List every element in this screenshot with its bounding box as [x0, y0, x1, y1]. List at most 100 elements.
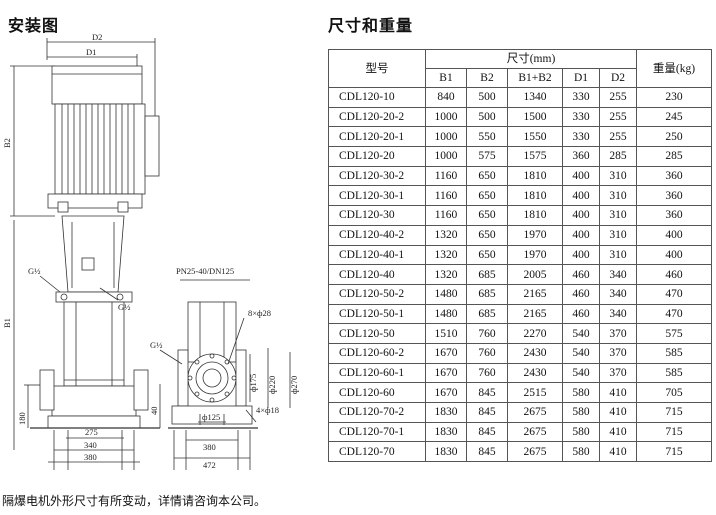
value-cell: 540 [562, 362, 600, 384]
value-cell: 845 [466, 382, 508, 403]
value-cell: 255 [599, 87, 637, 108]
value-cell: 460 [562, 303, 600, 325]
dimensions-weight-heading: 尺寸和重量 [328, 16, 414, 35]
value-cell: 2675 [507, 421, 563, 443]
dim-d2-label: D2 [92, 32, 102, 42]
value-cell: 410 [599, 421, 637, 443]
value-cell: 1670 [425, 342, 467, 364]
dim-472-label: 472 [203, 460, 216, 470]
value-cell: 1575 [507, 146, 563, 167]
value-cell: 370 [599, 323, 637, 344]
dim-340-label: 340 [84, 440, 97, 450]
value-cell: 330 [562, 106, 600, 128]
model-cell: CDL120-20-2 [328, 106, 426, 128]
value-cell: 1320 [425, 264, 467, 285]
value-cell: 400 [636, 244, 712, 266]
value-cell: 1320 [425, 244, 467, 266]
value-cell: 1670 [425, 382, 467, 403]
value-cell: 360 [636, 185, 712, 207]
value-cell: 580 [562, 421, 600, 443]
value-cell: 460 [636, 264, 712, 285]
value-cell: 310 [599, 224, 637, 246]
value-cell: 460 [562, 283, 600, 305]
value-cell: 400 [562, 224, 600, 246]
value-cell: 410 [599, 441, 637, 463]
value-cell: 1830 [425, 402, 467, 423]
value-cell: 310 [599, 205, 637, 226]
value-cell: 330 [562, 87, 600, 108]
value-cell: 2165 [507, 303, 563, 325]
value-cell: 470 [636, 283, 712, 305]
value-cell: 705 [636, 382, 712, 403]
value-cell: 580 [562, 382, 600, 403]
value-cell: 310 [599, 185, 637, 207]
model-cell: CDL120-50-1 [328, 303, 426, 325]
value-cell: 1670 [425, 362, 467, 384]
value-cell: 400 [562, 205, 600, 226]
b2-header: B2 [466, 68, 508, 88]
vent-thread-label: G½ [118, 302, 131, 312]
footnote: 隔爆电机外形尺寸有所变动，详情请咨询本公司。 [2, 494, 267, 508]
outlet-thread-label: G½ [28, 266, 41, 276]
d1-header: D1 [562, 68, 600, 88]
value-cell: 330 [562, 126, 600, 148]
value-cell: 1480 [425, 283, 467, 305]
value-cell: 400 [562, 244, 600, 266]
value-cell: 685 [466, 303, 508, 325]
value-cell: 255 [599, 106, 637, 128]
value-cell: 1500 [507, 106, 563, 128]
value-cell: 845 [466, 421, 508, 443]
value-cell: 1000 [425, 146, 467, 167]
value-cell: 1970 [507, 244, 563, 266]
model-cell: CDL120-10 [328, 87, 426, 108]
model-cell: CDL120-20 [328, 146, 426, 167]
value-cell: 1340 [507, 87, 563, 108]
value-cell: 650 [466, 185, 508, 207]
b1-header: B1 [425, 68, 467, 88]
value-cell: 255 [599, 126, 637, 148]
value-cell: 245 [636, 106, 712, 128]
drain-thread-label: G½ [150, 340, 163, 350]
value-cell: 340 [599, 283, 637, 305]
value-cell: 400 [562, 165, 600, 187]
model-cell: CDL120-30-1 [328, 185, 426, 207]
value-cell: 1480 [425, 303, 467, 325]
value-cell: 410 [599, 382, 637, 403]
value-cell: 500 [466, 106, 508, 128]
value-cell: 470 [636, 303, 712, 325]
value-cell: 360 [636, 205, 712, 226]
value-cell: 360 [636, 165, 712, 187]
value-cell: 650 [466, 205, 508, 226]
value-cell: 760 [466, 362, 508, 384]
model-cell: CDL120-70 [328, 441, 426, 463]
model-cell: CDL120-30-2 [328, 165, 426, 187]
value-cell: 585 [636, 342, 712, 364]
dim-180-label: 180 [17, 412, 27, 425]
value-cell: 840 [425, 87, 467, 108]
value-cell: 1970 [507, 224, 563, 246]
dim-b2-label: B2 [2, 138, 12, 148]
value-cell: 400 [636, 224, 712, 246]
value-cell: 1810 [507, 205, 563, 226]
value-cell: 1830 [425, 421, 467, 443]
value-cell: 1510 [425, 323, 467, 344]
model-cell: CDL120-50-2 [328, 283, 426, 305]
value-cell: 580 [562, 441, 600, 463]
value-cell: 400 [562, 185, 600, 207]
bolt-holes-label: 8×ф28 [248, 308, 271, 318]
value-cell: 540 [562, 323, 600, 344]
installation-drawing: D2 D1 B2 B1 G½ G½ G½ PN25-40/DN125 8×ф28… [2, 32, 299, 470]
value-cell: 575 [466, 146, 508, 167]
